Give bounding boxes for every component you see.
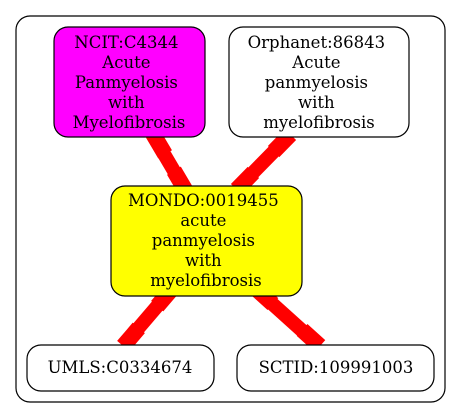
node-box: [110, 185, 303, 297]
node-mondo[interactable]: MONDO:0019455 acute panmyelosis with mye…: [110, 185, 303, 297]
node-label: NCIT:C4344 Acute Panmyelosis with Myelof…: [73, 33, 186, 132]
node-label-line: Acute: [101, 53, 150, 72]
node-orphanet[interactable]: Orphanet:86843 Acute panmyelosis with my…: [228, 26, 410, 138]
node-label-line: with: [108, 93, 145, 112]
node-box: [53, 26, 206, 138]
node-label-line: SCTID:109991003: [259, 358, 414, 377]
node-label: UMLS:C0334674: [48, 358, 193, 377]
node-box: [228, 26, 410, 138]
edge-end-cap: [117, 322, 145, 352]
node-label-line: myelofibrosis: [263, 113, 375, 132]
node-label-line: acute: [180, 211, 226, 230]
node-label: MONDO:0019455 acute panmyelosis with mye…: [128, 191, 284, 290]
node-label-line: Myelofibrosis: [73, 113, 186, 132]
node-label: SCTID:109991003: [259, 358, 414, 377]
node-label-line: with: [185, 251, 222, 270]
node-label-line: Orphanet:86843: [248, 33, 386, 52]
node-label-line: panmyelosis: [152, 231, 255, 250]
node-label-line: MONDO:0019455: [128, 191, 279, 210]
node-sctid[interactable]: SCTID:109991003: [236, 344, 435, 392]
node-label-line: Acute: [291, 53, 340, 72]
node-label-line: Panmyelosis: [75, 73, 178, 92]
node-label-line: myelofibrosis: [150, 271, 262, 290]
node-box: [236, 344, 435, 392]
node-ncit[interactable]: NCIT:C4344 Acute Panmyelosis with Myelof…: [53, 26, 206, 138]
node-umls[interactable]: UMLS:C0334674: [26, 344, 215, 392]
node-label-line: panmyelosis: [265, 73, 368, 92]
node-label-line: NCIT:C4344: [74, 33, 178, 52]
node-label-line: with: [298, 93, 335, 112]
node-label-line: UMLS:C0334674: [48, 358, 193, 377]
node-box: [26, 344, 215, 392]
node-label: Orphanet:86843 Acute panmyelosis with my…: [248, 33, 391, 132]
